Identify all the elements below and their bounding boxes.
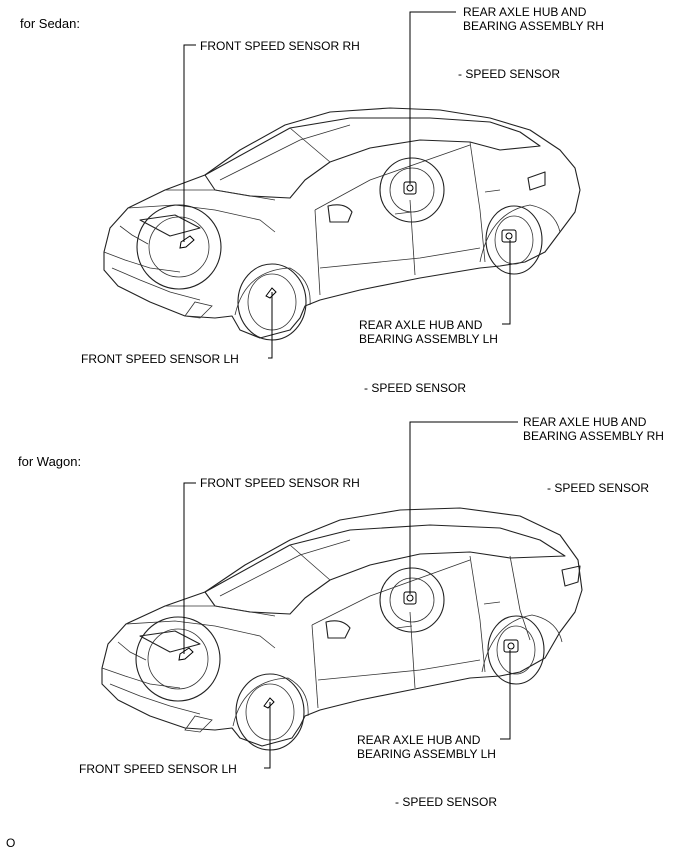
wagon-front-speed-sensor-rh-part xyxy=(178,647,194,661)
wagon-rear-hub-lh-line1: REAR AXLE HUB AND xyxy=(357,733,481,747)
wagon-front-speed-sensor-lh-label: FRONT SPEED SENSOR LH xyxy=(79,762,237,776)
wagon-rear-hub-lh-line2: BEARING ASSEMBLY LH xyxy=(357,747,496,761)
wagon-rear-hub-rh-line2: BEARING ASSEMBLY RH xyxy=(523,429,664,443)
sedan-rear-hub-rh-label: REAR AXLE HUB AND BEARING ASSEMBLY RH xyxy=(463,5,604,33)
wagon-rear-lh-speed-sensor-label: - SPEED SENSOR xyxy=(395,795,498,809)
sedan-rear-hub-rh-line2: BEARING ASSEMBLY RH xyxy=(463,19,604,33)
sedan-rear-rh-speed-sensor-label: - SPEED SENSOR xyxy=(458,67,561,81)
figure-code: O xyxy=(6,836,16,850)
wagon-rear-hub-lh-label: REAR AXLE HUB AND BEARING ASSEMBLY LH xyxy=(357,733,496,761)
wagon-rear-hub-rh-label: REAR AXLE HUB AND BEARING ASSEMBLY RH xyxy=(523,415,664,443)
wagon-front-speed-sensor-lh-part xyxy=(263,697,275,709)
sedan-heading: for Sedan: xyxy=(20,16,80,31)
sedan-front-speed-sensor-lh-label: FRONT SPEED SENSOR LH xyxy=(81,352,239,366)
sedan-front-speed-sensor-rh-label: FRONT SPEED SENSOR RH xyxy=(200,39,360,53)
wagon-rear-rh-speed-sensor-label: - SPEED SENSOR xyxy=(547,481,650,495)
sedan-rear-lh-speed-sensor-label: - SPEED SENSOR xyxy=(364,381,467,395)
sedan-rear-hub-lh-label: REAR AXLE HUB AND BEARING ASSEMBLY LH xyxy=(359,318,498,346)
wagon-heading: for Wagon: xyxy=(18,454,82,469)
wagon-rear-hub-rh-line1: REAR AXLE HUB AND xyxy=(523,415,647,429)
sedan-rear-hub-lh-line1: REAR AXLE HUB AND xyxy=(359,318,483,332)
sedan-rear-hub-rh-line1: REAR AXLE HUB AND xyxy=(463,5,587,19)
front-speed-sensor-rh-part xyxy=(179,235,195,249)
wagon-front-speed-sensor-rh-label: FRONT SPEED SENSOR RH xyxy=(200,476,360,490)
sedan-rear-hub-lh-line2: BEARING ASSEMBLY LH xyxy=(359,332,498,346)
sedan-car-illustration xyxy=(103,11,581,359)
wagon-car-illustration xyxy=(101,421,583,769)
front-speed-sensor-lh-part xyxy=(265,287,277,299)
